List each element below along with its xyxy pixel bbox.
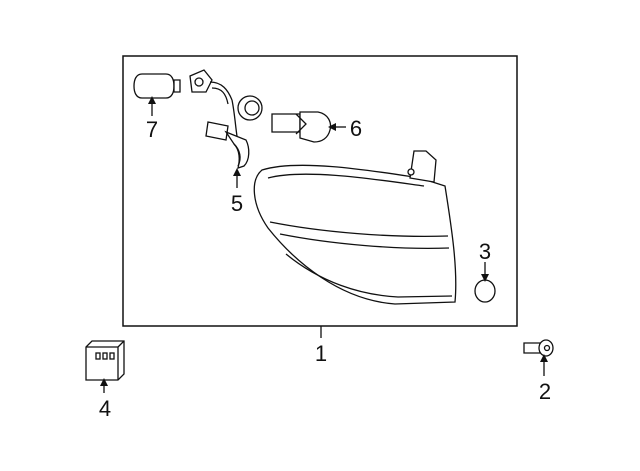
callout-1: 1: [315, 341, 327, 366]
callout-6: 6: [350, 116, 362, 141]
screw: [523, 339, 554, 357]
callout-7: 7: [146, 117, 158, 142]
socket-harness: [189, 69, 263, 169]
callout-2: 2: [539, 379, 551, 404]
large-bulb: [271, 111, 332, 143]
callout-4: 4: [99, 396, 111, 421]
assembly-frame: [122, 55, 518, 327]
callout-5: 5: [231, 191, 243, 216]
small-bulb: [133, 73, 181, 99]
tail-lamp-housing: [253, 150, 457, 305]
clip: [85, 340, 125, 381]
plug: [474, 279, 496, 303]
callout-3: 3: [479, 239, 491, 264]
